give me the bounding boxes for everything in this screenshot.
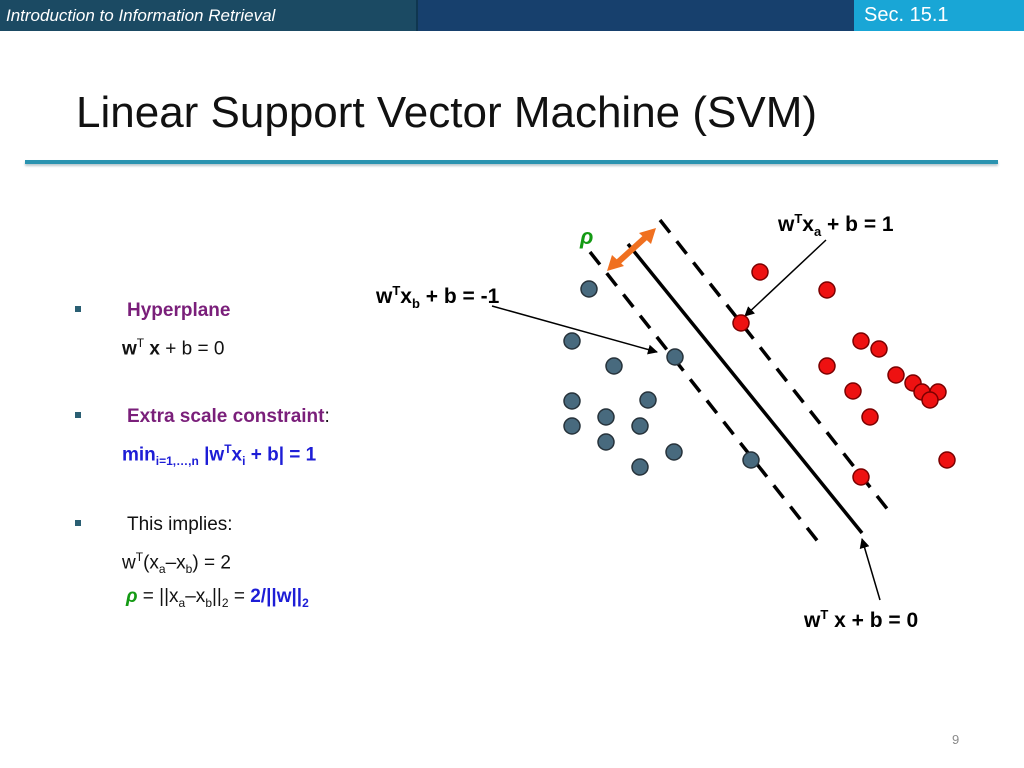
negative-point xyxy=(631,417,649,435)
positive-point xyxy=(861,408,879,426)
negative-point xyxy=(742,451,760,469)
margin-width-arrow xyxy=(607,228,656,271)
negative-point xyxy=(563,417,581,435)
negative-margin-label: wTxb + b = -1 xyxy=(375,283,500,311)
negative-point xyxy=(605,357,623,375)
decision-hyperplane-line xyxy=(626,242,864,535)
bullet-marker xyxy=(75,520,81,526)
positive-point xyxy=(870,340,888,358)
positive-point xyxy=(818,357,836,375)
header-divider xyxy=(416,0,418,31)
negative-label-pointer xyxy=(491,305,658,355)
page-number: 9 xyxy=(952,732,960,747)
hyperplane-label: Hyperplane xyxy=(127,300,231,321)
negative-point xyxy=(665,443,683,461)
positive-point xyxy=(938,451,956,469)
bullet-marker xyxy=(75,306,81,312)
negative-point xyxy=(563,392,581,410)
section-label: Sec. 15.1 xyxy=(854,0,1024,31)
positive-point xyxy=(844,382,862,400)
margin-rho-label: ρ xyxy=(579,224,593,249)
negative-point xyxy=(597,433,615,451)
implies-label: This implies: xyxy=(127,514,233,535)
margin-equation: ρ = ||xa–xb||2 = 2/||w||2 xyxy=(126,586,309,610)
positive-point xyxy=(852,468,870,486)
negative-margin-line xyxy=(588,250,825,550)
hyperplane-label: wT x + b = 0 xyxy=(803,607,918,632)
implies-equation: wT(xa–xb) = 2 xyxy=(122,550,231,577)
negative-point xyxy=(580,280,598,298)
positive-point xyxy=(732,314,750,332)
header-bar: Introduction to Information Retrieval Se… xyxy=(0,0,1024,31)
constraint-equation: mini=1,…,n |wTxi + b| = 1 xyxy=(122,442,317,469)
title-underline xyxy=(25,160,998,164)
constraint-label: Extra scale constraint: xyxy=(127,406,330,427)
positive-point xyxy=(887,366,905,384)
positive-point xyxy=(818,281,836,299)
hyperplane-label-pointer xyxy=(859,538,881,601)
positive-margin-line xyxy=(658,218,894,517)
slide-title: Linear Support Vector Machine (SVM) xyxy=(76,88,818,137)
negative-point xyxy=(563,332,581,350)
hyperplane-equation: wT x + b = 0 xyxy=(122,336,225,360)
course-title: Introduction to Information Retrieval xyxy=(0,0,416,31)
negative-point xyxy=(631,458,649,476)
positive-point xyxy=(852,332,870,350)
negative-point xyxy=(666,348,684,366)
positive-label-pointer xyxy=(744,239,827,317)
negative-point xyxy=(639,391,657,409)
negative-point xyxy=(597,408,615,426)
bullet-marker xyxy=(75,412,81,418)
positive-margin-label: wTxa + b = 1 xyxy=(777,211,894,239)
positive-point xyxy=(751,263,769,281)
positive-point xyxy=(921,391,939,409)
